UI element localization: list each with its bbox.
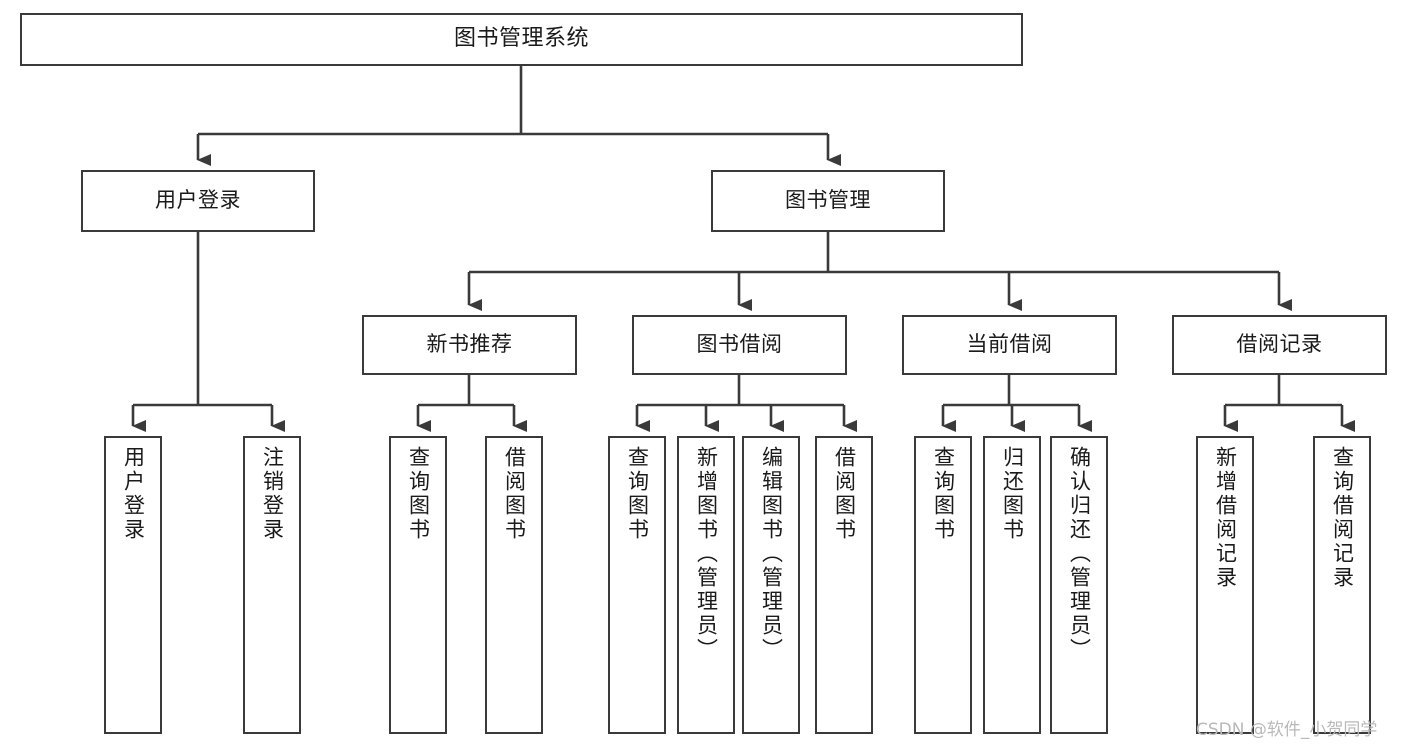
leaf-add-book-label: 新增图书（管理员） <box>694 446 719 662</box>
leaf-edit-book[interactable]: 编辑图书（管理员） <box>742 436 800 734</box>
node-user-login-label: 用户登录 <box>155 188 241 213</box>
node-root-label: 图书管理系统 <box>453 26 589 52</box>
csdn-watermark: CSDN @软件_小贺同学 <box>1196 720 1378 740</box>
leaf-query-book-borrow[interactable]: 查询图书 <box>608 436 666 734</box>
node-borrow-record-label: 借阅记录 <box>1236 332 1323 357</box>
leaf-return-book[interactable]: 归还图书 <box>983 436 1041 734</box>
node-current-borrow-label: 当前借阅 <box>966 332 1053 357</box>
leaf-user-login[interactable]: 用户登录 <box>104 436 162 734</box>
leaf-return-book-label: 归还图书 <box>1000 446 1025 542</box>
leaf-query-book-recommend-label: 查询图书 <box>406 446 431 542</box>
leaf-add-borrow-record-label: 新增借阅记录 <box>1213 446 1238 590</box>
node-book-borrow[interactable]: 图书借阅 <box>632 315 847 375</box>
leaf-borrow-book[interactable]: 借阅图书 <box>815 436 873 734</box>
leaf-query-book-borrow-label: 查询图书 <box>625 446 650 542</box>
node-user-login[interactable]: 用户登录 <box>81 170 315 232</box>
node-current-borrow[interactable]: 当前借阅 <box>902 315 1117 375</box>
leaf-edit-book-label: 编辑图书（管理员） <box>759 446 784 662</box>
node-new-book-recommend-label: 新书推荐 <box>426 332 513 357</box>
leaf-query-borrow-record[interactable]: 查询借阅记录 <box>1313 436 1371 734</box>
leaf-borrow-book-recommend[interactable]: 借阅图书 <box>485 436 543 734</box>
leaf-user-logout[interactable]: 注销登录 <box>243 436 301 734</box>
node-new-book-recommend[interactable]: 新书推荐 <box>362 315 577 375</box>
node-book-manage[interactable]: 图书管理 <box>711 170 945 232</box>
leaf-query-book-recommend[interactable]: 查询图书 <box>389 436 447 734</box>
leaf-query-borrow-record-label: 查询借阅记录 <box>1330 446 1355 590</box>
node-book-borrow-label: 图书借阅 <box>696 332 783 357</box>
leaf-user-logout-label: 注销登录 <box>260 446 285 542</box>
leaf-borrow-book-recommend-label: 借阅图书 <box>502 446 527 542</box>
leaf-add-borrow-record[interactable]: 新增借阅记录 <box>1196 436 1254 734</box>
leaf-query-book-current-label: 查询图书 <box>931 446 956 542</box>
node-book-manage-label: 图书管理 <box>785 188 871 213</box>
leaf-add-book[interactable]: 新增图书（管理员） <box>677 436 735 734</box>
leaf-borrow-book-label: 借阅图书 <box>832 446 857 542</box>
node-root[interactable]: 图书管理系统 <box>20 13 1023 66</box>
leaf-confirm-return[interactable]: 确认归还（管理员） <box>1050 436 1108 734</box>
leaf-confirm-return-label: 确认归还（管理员） <box>1067 446 1092 662</box>
node-borrow-record[interactable]: 借阅记录 <box>1172 315 1387 375</box>
leaf-user-login-label: 用户登录 <box>121 446 146 542</box>
leaf-query-book-current[interactable]: 查询图书 <box>914 436 972 734</box>
